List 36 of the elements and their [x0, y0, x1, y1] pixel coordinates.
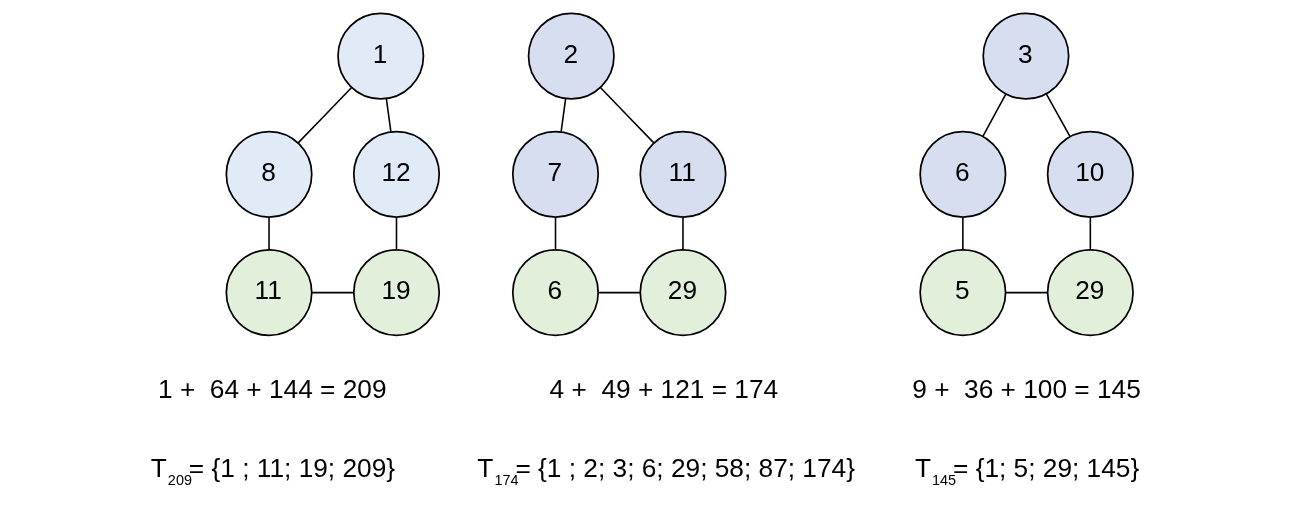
node-circle: 7	[511, 130, 599, 218]
node-circle: 29	[1046, 249, 1134, 337]
connector	[395, 216, 397, 251]
label: 1 + 64 + 144 = 209	[157, 374, 387, 405]
label: T$_{209}$= {1 ; 11; 19; 209}	[150, 453, 395, 489]
connector	[1045, 93, 1071, 138]
connector	[1089, 216, 1091, 251]
label: 4 + 49 + 121 = 174	[549, 374, 778, 405]
label: 9 + 36 + 100 = 145	[911, 374, 1141, 405]
node-circle: 6	[918, 130, 1006, 218]
node-circle: 19	[352, 249, 440, 337]
connector	[559, 97, 566, 133]
connector	[961, 216, 964, 251]
node-circle: 11	[638, 130, 727, 218]
connector	[296, 86, 352, 144]
connector	[981, 93, 1007, 138]
connector	[554, 216, 556, 251]
node-circle: 3	[981, 12, 1069, 100]
node-circle: 5	[918, 249, 1006, 337]
label: T$_{145}$= {1; 5; 29; 145}	[914, 453, 1139, 489]
node-circle: 12	[352, 130, 440, 218]
connector	[599, 86, 655, 144]
connector	[267, 216, 270, 251]
node-circle: 1	[336, 12, 424, 100]
node-circle: 8	[224, 130, 313, 218]
connector	[1004, 291, 1048, 294]
connector	[597, 291, 641, 294]
node-circle: 10	[1046, 130, 1134, 218]
connector	[310, 291, 354, 294]
node-circle: 6	[511, 249, 599, 337]
node-circle: 29	[638, 249, 727, 337]
node-circle: 11	[224, 249, 313, 337]
label: T$_{174}$= {1 ; 2; 3; 6; 29; 58; 87; 174}	[476, 453, 855, 489]
node-circle: 2	[527, 12, 615, 100]
connector	[681, 216, 684, 251]
connector	[385, 97, 392, 133]
